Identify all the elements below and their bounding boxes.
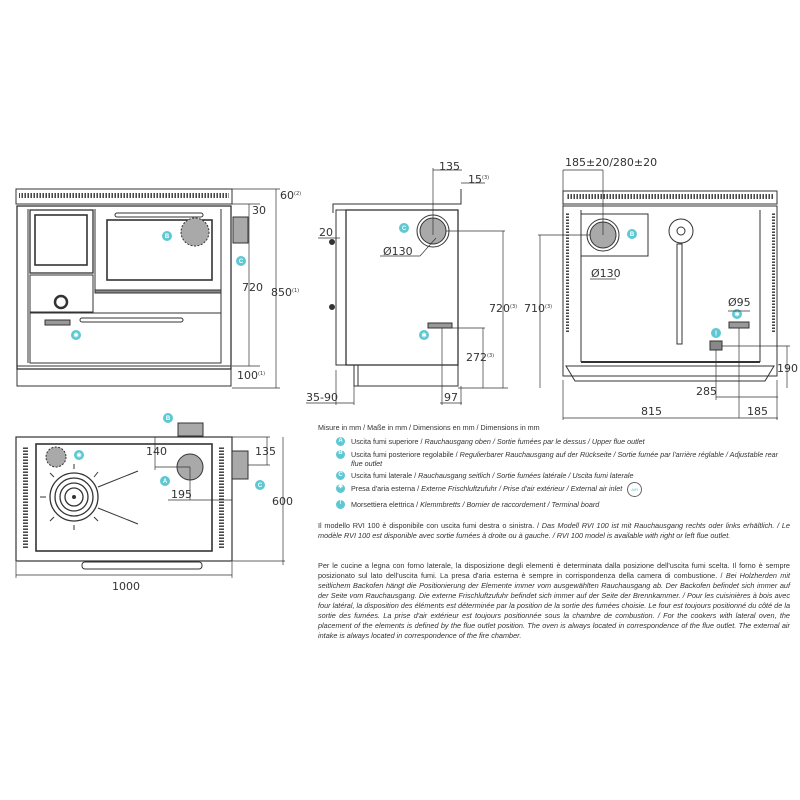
model-availability-paragraph: Il modello RVI 100 è disponibile con usc… [318,521,790,541]
dim-flue-from-front: 135 [439,160,460,173]
svg-text:A: A [163,479,168,485]
dim-side-gap: 20 [319,226,333,239]
dim-flue-diameter-rear: Ø130 [591,267,621,280]
svg-text:✱: ✱ [421,332,427,340]
dim-air-inlet-from-back: 97 [444,391,458,404]
dim-terminal-height: 190 [777,362,798,375]
badge-air-inlet [71,330,81,340]
badge-b [162,231,172,241]
air-inlet-icon: AIR [627,481,643,497]
badge-air-inlet-rear [732,309,742,319]
dim-air-inlet-height: 272(3) [466,351,494,364]
badge-air-inlet-top [74,450,84,460]
front-view [15,188,249,387]
dim-depth-adjust: 35-90 [306,391,338,404]
badge-c-top [255,480,265,490]
rear-dimension-lines [538,169,790,420]
svg-text:B: B [166,416,171,422]
dim-side-flue-offset: 135 [255,445,276,458]
dim-flue-from-side: 195 [171,488,192,501]
dim-air-inlet-diameter: Ø95 [728,296,751,309]
svg-text:C: C [402,226,407,232]
dim-body-height: 720 [242,281,263,294]
dim-flue-from-back: 140 [146,445,167,458]
badge-a-top [160,476,170,486]
dim-rear-width: 815 [641,405,662,418]
rear-view [562,190,778,382]
svg-text:!: ! [715,331,717,338]
svg-text:B: B [630,232,635,238]
front-dimension-lines [232,188,280,389]
dim-air-inlet-from-side: 185 [747,405,768,418]
dim-top-protrusion: 15(3) [468,173,489,186]
badge-c [236,256,246,266]
legend-item-c: C Uscita fumi laterale / Rauchausgang se… [336,471,788,481]
dim-plinth-height: 100(1) [237,369,265,382]
dim-top-offset: 60(2) [280,189,301,202]
legend-title: Misure in mm / Maße in mm / Dimensions e… [318,423,540,432]
top-view [15,422,249,570]
svg-text:B: B [165,234,170,240]
dim-width: 1000 [112,580,140,593]
dim-flue-height-side: 720(3) [489,302,517,315]
svg-text:C: C [258,483,263,489]
badge-b-top [163,413,173,423]
element-layout-paragraph: Per le cucine a legna con forno laterale… [318,561,790,641]
terminal-badge-icon: ! [336,499,345,509]
side-view [329,189,462,387]
svg-text:✱: ✱ [734,311,740,319]
badge-c-side [399,223,409,233]
badge-air-inlet-side [419,330,429,340]
legend: Misure in mm / Maße in mm / Dimensions e… [318,423,788,512]
dim-terminal-from-side: 285 [696,385,717,398]
legend-item-a: A Uscita fumi superiore / Rauchausgang o… [336,437,788,447]
top-dimension-lines [15,436,285,578]
legend-item-air-inlet: ✱ Presa d'aria esterna / Externe Frischl… [336,481,788,497]
svg-text:C: C [239,259,244,265]
badge-b-icon: B [336,449,345,459]
dim-total-height: 850(1) [271,286,299,299]
legend-item-b: B Uscita fumi posteriore regolabile / Re… [336,449,788,469]
legend-item-terminal: ! Morsettiera elettrica / Klemmbretts / … [336,499,788,509]
dim-flue-diameter-side: Ø130 [383,245,413,258]
badge-b-rear [627,229,637,239]
badge-a-icon: A [336,437,345,447]
dim-flue-offset: 30 [252,204,266,217]
dim-flue-position: 185±20/280±20 [565,156,657,169]
side-dimension-lines [306,168,508,405]
svg-text:✱: ✱ [73,332,79,340]
dim-flue-height-rear: 710(3) [524,302,552,315]
badge-c-icon: C [336,471,345,481]
badge-terminal [711,328,721,338]
dim-depth: 600 [272,495,293,508]
svg-text:✱: ✱ [76,452,82,460]
asterisk-badge-icon: ✱ [336,483,345,493]
